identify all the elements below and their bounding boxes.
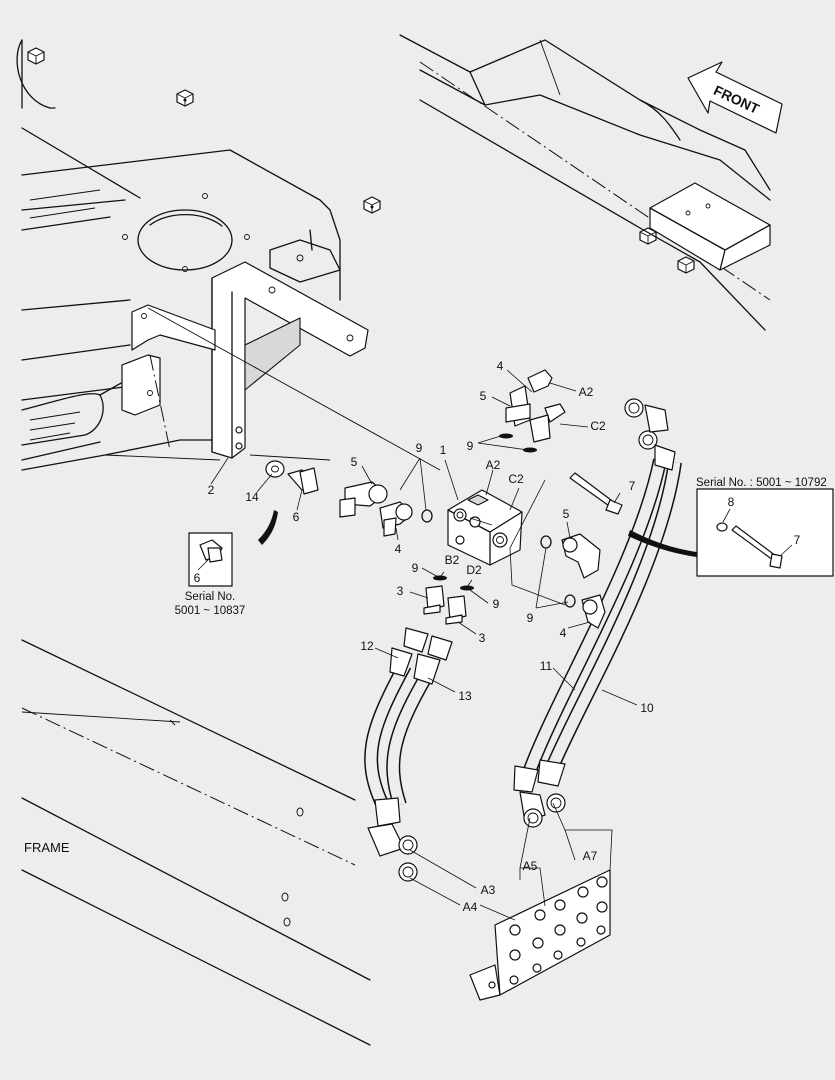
callout: 9 [415,441,423,455]
callout: C2 [590,419,606,433]
frame-upper [16,39,441,471]
callout: 2 [207,483,215,497]
callout: 5 [562,507,570,521]
callout: 5 [350,455,358,469]
callout: 4 [394,542,402,556]
callout: 11 [539,659,553,673]
callout: A7 [582,849,598,863]
callout: 3 [478,631,486,645]
frame-label: FRAME [24,840,70,855]
hose-fittings [367,398,676,882]
frame-upper-right [399,34,783,331]
serial-number-left: Serial No. 5001 ~ 10837 [170,590,250,618]
callout: 5 [479,389,487,403]
callout: C2 [508,472,524,486]
callout: 4 [559,626,567,640]
callout: 6 [292,510,300,524]
inset-left-callout: 6 [193,571,201,585]
frame-lower [21,639,371,1046]
callout: 12 [360,639,374,653]
callout: B2 [444,553,460,567]
serial-left-line2: 5001 ~ 10837 [174,605,246,617]
inset-arrow-right [628,530,697,557]
callout: 4 [496,359,504,373]
inset-right-callout-8: 8 [727,495,735,509]
hardware-cubes [27,47,695,274]
inset-left [188,532,233,587]
inset-arrow-left [258,510,278,545]
callout: 9 [411,561,419,575]
callout: 9 [492,597,500,611]
leader-lines [210,369,638,921]
serial-number-right: Serial No. : 5001 ~ 10792 [696,477,827,489]
callout: 9 [526,611,534,625]
callout: 10 [640,701,654,715]
callout: A2 [578,385,594,399]
callout: 7 [628,479,636,493]
hose-plate [469,869,611,1001]
serial-left-line1: Serial No. [184,591,236,603]
callout: D2 [466,563,482,577]
fittings [265,369,623,629]
callout: 13 [458,689,472,703]
callout: 3 [396,584,404,598]
callout: A5 [522,859,538,873]
callout: A2 [485,458,501,472]
callout: 1 [439,443,447,457]
inset-right-callout-7: 7 [793,533,801,547]
callout: A3 [480,883,496,897]
callout: 9 [466,439,474,453]
inset-right [696,488,834,577]
valve-block [447,489,523,566]
callout: 14 [245,490,259,504]
callout: A4 [462,900,478,914]
